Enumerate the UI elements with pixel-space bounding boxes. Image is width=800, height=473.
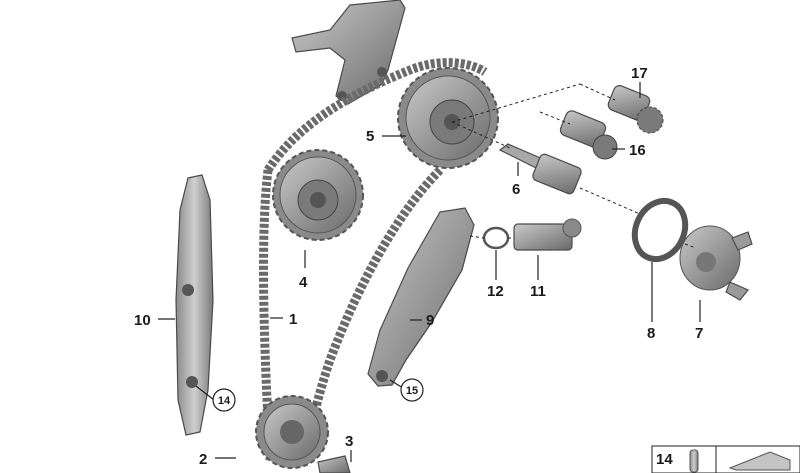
callout-labels: 1 2 3 4 5 6 7 8 9 10 11 12 16 17 <box>134 65 703 468</box>
guide-rail <box>367 207 475 387</box>
callout-3: 3 <box>345 433 353 450</box>
camshaft-sprocket-intake <box>272 149 364 241</box>
legend-number: 14 <box>656 451 673 468</box>
callout-12: 12 <box>487 283 504 300</box>
pin <box>317 455 351 473</box>
crankshaft-sprocket <box>255 395 329 469</box>
central-bolt <box>498 143 582 195</box>
callout-7: 7 <box>695 325 703 342</box>
pin-icon <box>689 449 699 473</box>
callout-16: 16 <box>629 142 646 159</box>
callout-17: 17 <box>631 65 648 82</box>
chain-guide-bracket <box>291 0 406 105</box>
svg-text:14: 14 <box>218 395 231 407</box>
callout-11: 11 <box>530 283 546 300</box>
legend-box: 14 <box>651 445 800 473</box>
callout-4: 4 <box>299 274 308 291</box>
vanos-actuator <box>679 225 753 301</box>
camshaft-valve-16 <box>559 110 618 160</box>
wedge-icon <box>728 451 791 471</box>
camshaft-valve-17 <box>607 85 664 134</box>
assembly-lines <box>451 83 697 249</box>
camshaft-sprocket-exhaust <box>397 67 499 169</box>
callout-5: 5 <box>366 128 374 145</box>
callout-10: 10 <box>134 312 151 329</box>
svg-text:15: 15 <box>406 385 418 397</box>
sealing-ring <box>631 197 689 263</box>
callout-9: 9 <box>426 312 434 329</box>
tensioner-rail <box>175 174 214 436</box>
callout-6: 6 <box>512 181 520 198</box>
leader-lines <box>158 82 701 462</box>
callout-8: 8 <box>647 325 655 342</box>
callout-1: 1 <box>289 311 297 328</box>
chain-tensioner <box>513 218 582 251</box>
callout-2: 2 <box>199 451 207 468</box>
circled-ref-15: 15 <box>400 378 424 402</box>
circled-ref-14: 14 <box>212 388 236 412</box>
o-ring <box>482 226 510 250</box>
